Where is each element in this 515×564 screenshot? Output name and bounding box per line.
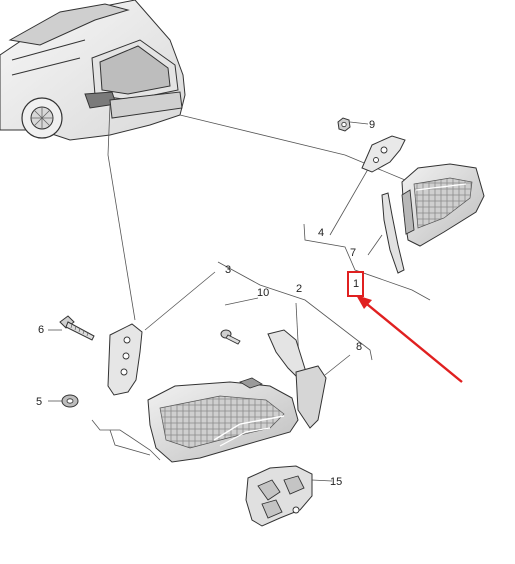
vehicle-illustration <box>0 0 186 141</box>
callout-1: 1 <box>353 278 359 290</box>
callout-5: 5 <box>36 396 42 408</box>
highlight-arrow-shaft <box>361 299 463 383</box>
callout-8: 8 <box>356 341 362 353</box>
part-bracket-upper <box>361 135 406 173</box>
highlight-arrow-head-icon <box>356 295 372 309</box>
callout-labels: 9 4 7 1 3 2 10 8 6 5 15 <box>36 119 375 488</box>
callout-6: 6 <box>38 324 44 336</box>
callout-2: 2 <box>296 283 302 295</box>
part-8-inner-cover <box>267 329 327 429</box>
part-5-grommet <box>61 394 79 408</box>
callout-7: 7 <box>350 247 356 259</box>
callout-10: 10 <box>257 287 269 299</box>
highlight-marker <box>347 271 463 383</box>
part-6-bolt <box>59 315 95 341</box>
callout-3: 3 <box>225 264 231 276</box>
part-9-nut <box>337 117 351 132</box>
callout-9: 9 <box>369 119 375 131</box>
part-1-outer-tail-light <box>401 163 485 247</box>
callout-4: 4 <box>318 227 324 239</box>
part-3-bracket <box>107 323 143 396</box>
callout-15: 15 <box>330 476 342 488</box>
part-7-gasket <box>381 192 405 274</box>
highlight-box <box>347 271 364 297</box>
part-2-inner-tail-light <box>147 377 299 463</box>
part-10-screw <box>220 329 241 345</box>
part-15-bulb-holder <box>245 465 313 527</box>
